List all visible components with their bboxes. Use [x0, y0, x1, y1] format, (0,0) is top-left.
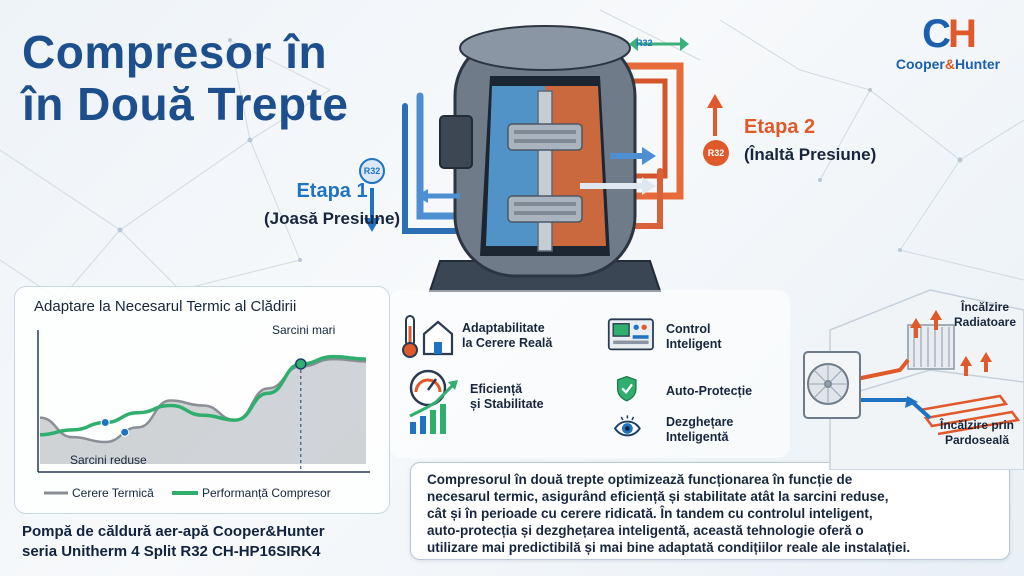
r32-arrow-label: R32 — [636, 38, 653, 48]
title-line-1: Compresor în — [22, 26, 328, 78]
brand-name-b: Hunter — [955, 56, 1001, 72]
demand-area — [40, 359, 366, 464]
thermometer-house-icon — [402, 315, 454, 358]
feature-defrost-label: Dezghețare Inteligentă — [666, 415, 733, 445]
description-box: Compresorul în două trepte optimizează f… — [410, 462, 1010, 560]
brand-logo: CH Cooper&Hunter — [880, 14, 1016, 72]
feature-self-protection: Auto-Protecție — [604, 374, 752, 408]
product-line-2: seria Unitherm 4 Split R32 CH-HP16SIRK4 — [22, 543, 321, 560]
chart-panel — [14, 286, 390, 514]
feature-self-protection-line-1: Auto-Protecție — [666, 383, 753, 398]
installation-illustration — [803, 289, 1024, 470]
brand-mark: CH — [880, 14, 1016, 54]
compressor-illustration — [402, 25, 684, 292]
description-line-4: auto-protecția și dezghețarea inteligent… — [427, 523, 864, 538]
product-caption: Pompă de căldură aer-apă Cooper&Hunter s… — [22, 522, 392, 562]
performance-line — [39, 354, 367, 437]
feature-defrost-line-1: Dezghețare — [666, 415, 734, 429]
feature-efficiency-line-2: și Stabilitate — [470, 397, 544, 411]
feature-efficiency-label: Eficiență și Stabilitate — [470, 382, 544, 412]
feature-adaptability-line-1: Adaptabilitate — [462, 321, 545, 335]
gauge-chart-icon — [409, 369, 458, 434]
brand-mark-h: H — [948, 12, 977, 56]
outdoor-unit — [803, 351, 861, 419]
feature-control-label: Control Inteligent — [666, 322, 722, 352]
heat-arrows — [910, 310, 992, 376]
low-load-annotation: Sarcini reduse — [70, 453, 147, 467]
product-line-1: Pompă de căldură aer-apă Cooper&Hunter — [22, 523, 325, 540]
title-line-2: în Două Trepte — [22, 78, 349, 130]
stage1-label: Etapa 1 (Joasă Presiune) — [264, 180, 400, 229]
low-load-marker — [100, 418, 110, 428]
stage2-r32-badge: R32 — [703, 140, 729, 166]
legend-performance-label: Performanță Compresor — [202, 486, 331, 500]
floor-label-line-2: Pardoseală — [944, 433, 1010, 447]
stage2-up-arrow-icon — [707, 94, 723, 136]
room-walls — [829, 289, 1024, 470]
radiator-label-line-2: Radiatoare — [953, 315, 1017, 329]
control-panel-icon — [607, 318, 654, 351]
stage1-subtitle: (Joasă Presiune) — [264, 209, 401, 228]
feature-adaptability-label: Adaptabilitate la Cerere Reală — [462, 321, 552, 351]
feature-self-protection-label: Auto-Protecție — [666, 384, 752, 399]
legend-demand-label: Cerere Termică — [72, 486, 154, 500]
load-adaptation-chart: Sarcini mari Sarcini reduse Cerere Termi… — [37, 323, 370, 500]
description-line-3: cât și în perioade cu cerere ridicată. Î… — [427, 506, 873, 521]
low-load-marker-2 — [120, 427, 130, 437]
stage2-subtitle: (Înaltă Presiune) — [744, 145, 877, 164]
feature-adaptability: Adaptabilitate la Cerere Reală — [400, 310, 552, 362]
eye-icon — [613, 415, 641, 437]
feature-defrost-line-2: Inteligentă — [666, 430, 729, 444]
demand-line — [39, 357, 367, 444]
description-line-5: utilizare mai predictibilă și mai bine a… — [427, 540, 911, 555]
shield-check-icon — [616, 375, 637, 402]
feature-control-line-1: Control — [666, 322, 711, 336]
brand-mark-c: C — [922, 12, 951, 56]
page-title: Compresor în în Două Trepte — [22, 26, 348, 130]
stage1-r32-badge: R32 — [359, 158, 385, 184]
rotor-upper — [507, 123, 583, 151]
feature-efficiency: Eficiență și Stabilitate — [400, 366, 544, 438]
rotor-lower — [507, 195, 583, 223]
floor-heating-label: Încălzire prin Pardoseală — [930, 418, 1024, 448]
feature-control: Control Inteligent — [600, 314, 722, 360]
feature-control-line-2: Inteligent — [666, 337, 722, 351]
high-load-annotation: Sarcini mari — [272, 323, 335, 337]
compressor-shaft — [537, 90, 553, 252]
terminal-box — [439, 115, 473, 169]
floor-heating-loops — [919, 394, 1021, 436]
stage1-name: Etapa 1 — [296, 180, 368, 202]
brand-name-amp: & — [944, 56, 955, 72]
description-line-1: Compresorul în două trepte optimizează f… — [427, 472, 853, 487]
brand-name-a: Cooper — [895, 56, 945, 72]
radiator-heating-label: Încălzire Radiatoare — [946, 300, 1024, 330]
feature-defrost: Dezghețare Inteligentă — [604, 410, 733, 450]
stage2-label: Etapa 2 (Înaltă Presiune) — [744, 116, 876, 165]
feature-panel — [390, 290, 790, 458]
brand-name: Cooper&Hunter — [880, 56, 1016, 72]
high-load-marker — [295, 358, 307, 370]
description-line-2: necesarul termic, asigurând eficiență și… — [427, 489, 889, 504]
radiator-label-line-1: Încălzire — [960, 300, 1010, 314]
stage1-down-arrow-icon — [364, 188, 380, 232]
r32-double-arrow — [629, 37, 689, 51]
supply-pipe — [851, 358, 910, 382]
feature-adaptability-line-2: la Cerere Reală — [462, 336, 553, 350]
chart-title: Adaptare la Necesarul Termic al Clădirii — [34, 298, 297, 315]
stage2-name: Etapa 2 — [744, 116, 816, 138]
feature-efficiency-line-1: Eficiență — [470, 382, 523, 396]
floor-label-line-1: Încălzire prin — [939, 418, 1015, 432]
